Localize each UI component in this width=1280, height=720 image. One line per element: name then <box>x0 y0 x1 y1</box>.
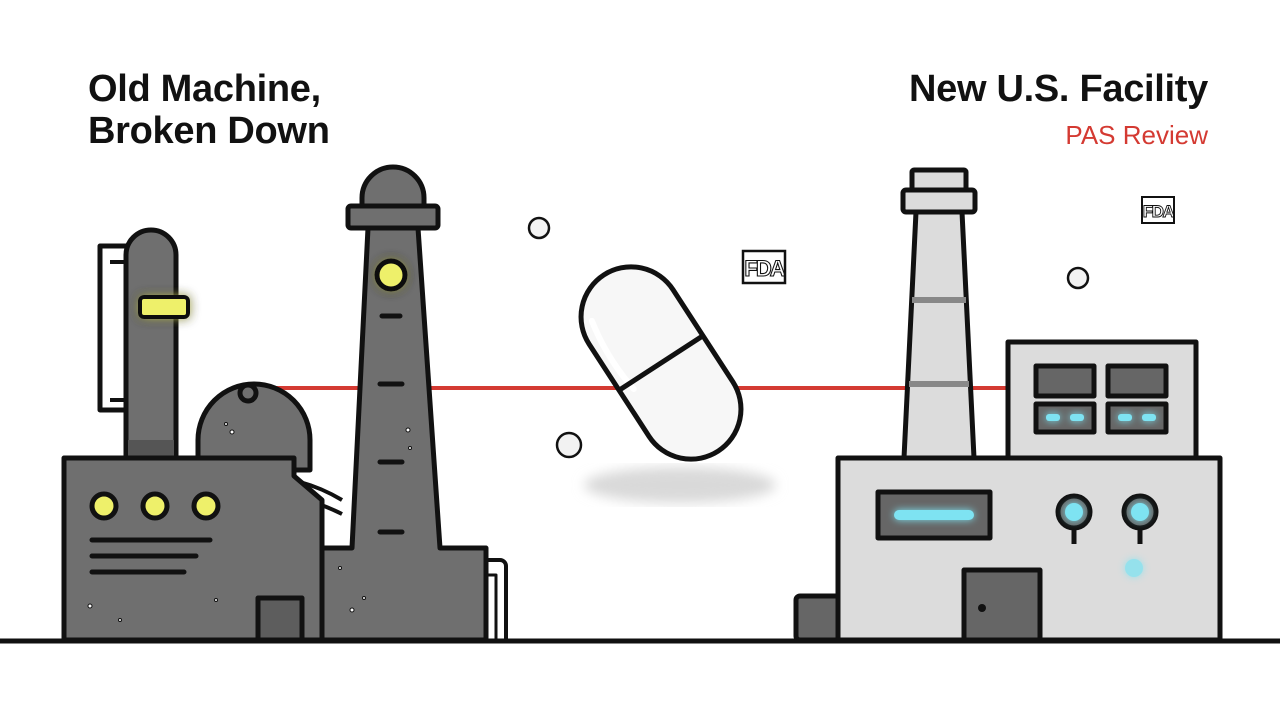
old-side-pipe <box>97 243 128 413</box>
old-factory <box>61 164 508 643</box>
new-upper-block <box>1005 339 1199 461</box>
old-indicator-light-1 <box>89 491 119 521</box>
new-chimney-top <box>909 167 969 193</box>
new-window-1 <box>1033 363 1097 399</box>
old-chimney-dome <box>359 164 427 209</box>
new-indicator-glow-1 <box>1065 503 1083 521</box>
old-factory-title-line-2: Broken Down <box>88 110 330 152</box>
floating-bubbles <box>527 216 1090 459</box>
new-indicator-glow-2 <box>1131 503 1149 521</box>
old-factory-wear-marks <box>87 422 412 622</box>
old-indicator-light-3 <box>191 491 221 521</box>
new-window-2 <box>1105 363 1169 399</box>
capsule-pill <box>578 264 744 462</box>
bubble <box>555 431 583 459</box>
new-floating-glow <box>1125 559 1143 577</box>
new-facility-title: New U.S. Facility <box>909 68 1208 110</box>
new-window-4 <box>1105 401 1169 435</box>
new-window-glow-2 <box>1070 414 1084 421</box>
old-short-chimney <box>123 227 179 473</box>
old-door <box>255 595 305 643</box>
old-factory-title: Old Machine, Broken Down <box>88 68 508 152</box>
old-chimney-cap <box>345 203 441 231</box>
new-facility <box>793 167 1223 643</box>
fda-badge-left: FDA <box>741 249 788 285</box>
new-side-shed <box>793 593 843 643</box>
fda-badge-left-text: FDA <box>744 256 785 281</box>
pas-review-subtitle: PAS Review <box>1065 120 1208 150</box>
bubble <box>1066 266 1090 290</box>
fda-badge-right-text: FDA <box>1143 202 1175 221</box>
new-door <box>961 567 1043 643</box>
old-chimney-band-light <box>138 295 190 319</box>
pill-shadow <box>584 467 776 503</box>
new-window-3 <box>1033 401 1097 435</box>
old-indicator-light-2 <box>140 491 170 521</box>
new-chimney <box>901 209 977 461</box>
old-tower-light <box>374 258 408 292</box>
new-chimney-cap <box>900 187 978 215</box>
fda-badge-right: FDA <box>1141 196 1176 224</box>
bubble <box>527 216 551 240</box>
new-window-glow-4 <box>1142 414 1156 421</box>
old-tall-chimney <box>319 225 489 643</box>
new-window-glow-3 <box>1118 414 1132 421</box>
old-dome-tank <box>195 381 313 473</box>
new-status-lights <box>894 414 1156 577</box>
old-warning-lights <box>89 258 408 521</box>
old-factory-title-line-1: Old Machine, <box>88 68 321 110</box>
new-display-glow <box>894 510 974 520</box>
new-window-glow-1 <box>1046 414 1060 421</box>
